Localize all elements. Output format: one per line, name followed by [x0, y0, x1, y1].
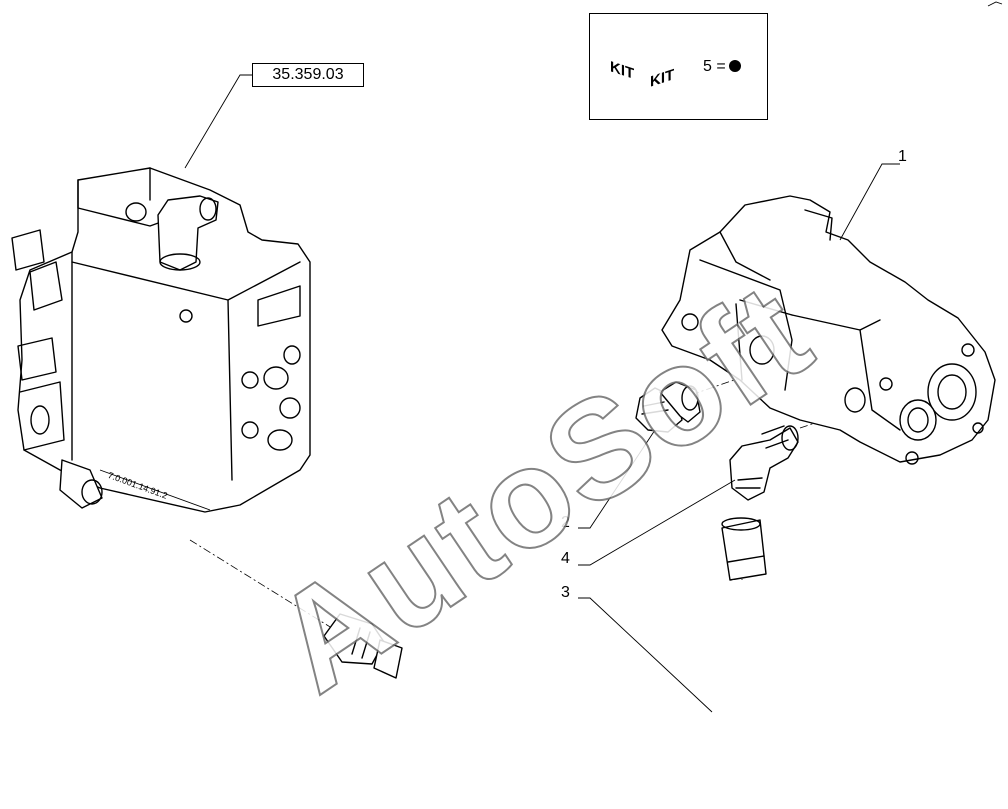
kit-text-right: KIT — [650, 66, 675, 91]
leader-4 — [578, 479, 736, 566]
centerline-valve-hose — [189, 539, 336, 631]
reference-leader — [184, 74, 252, 169]
callout-4[interactable]: 4 — [561, 550, 570, 567]
elbow-fitting — [729, 425, 799, 501]
callout-3[interactable]: 3 — [561, 584, 570, 601]
kit-legend-box: KIT KIT 5 = — [589, 13, 768, 120]
leader-3 — [578, 597, 713, 713]
control-valve — [11, 167, 311, 513]
kit-dot-icon — [728, 60, 741, 72]
kit-legend-text: 5 = — [703, 58, 726, 75]
kit-text-left: KIT — [610, 58, 635, 83]
callout-2[interactable]: 2 — [561, 514, 570, 531]
corner-mark — [987, 1, 1003, 7]
hydraulic-hose — [323, 517, 767, 789]
leader-2 — [578, 429, 656, 529]
kit-legend: 5 = — [703, 58, 741, 76]
callout-1[interactable]: 1 — [898, 148, 907, 165]
leader-1 — [839, 163, 900, 241]
straight-adapter — [635, 381, 701, 433]
hydraulic-pump — [661, 195, 996, 465]
centerline-pump-elbow — [799, 417, 831, 429]
reference-label[interactable]: 35.359.03 — [252, 63, 364, 87]
